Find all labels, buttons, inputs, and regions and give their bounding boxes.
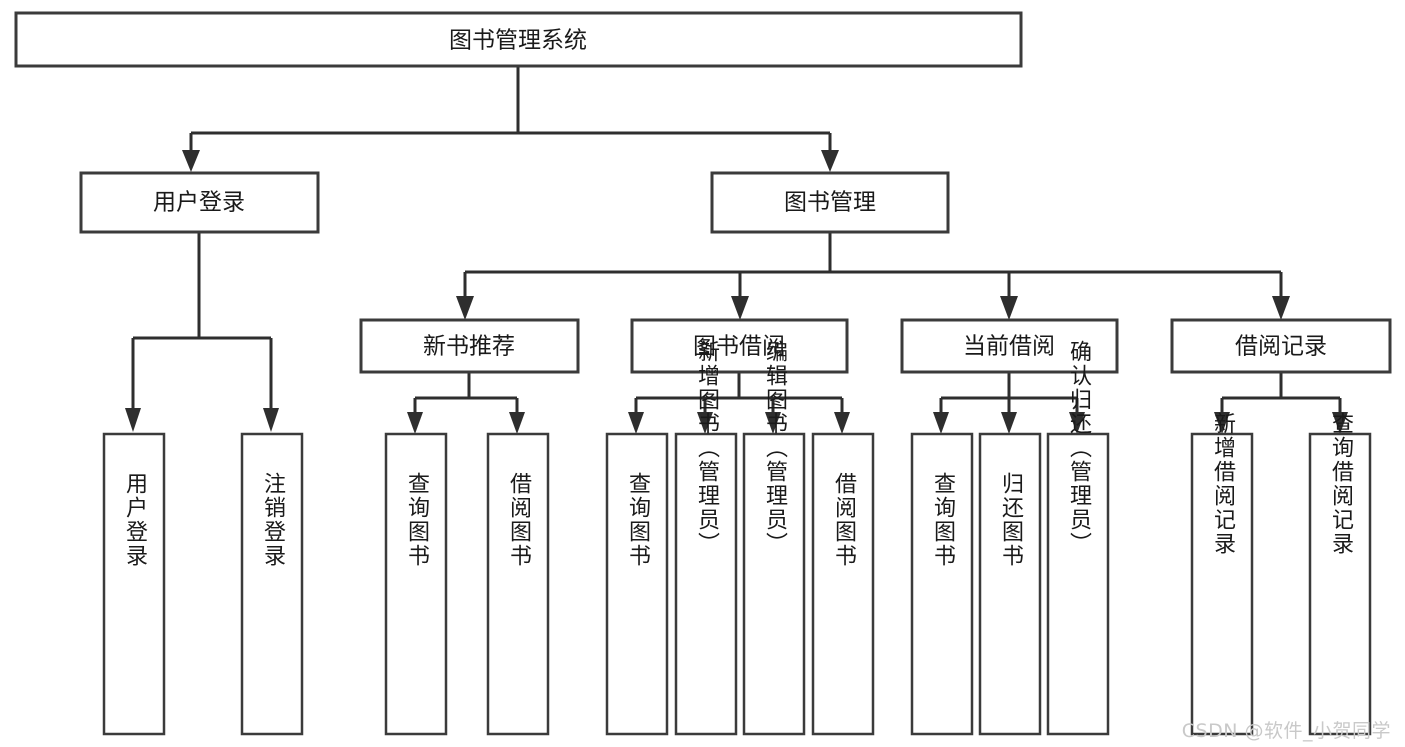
arrowhead-borrow-record xyxy=(1272,296,1290,320)
node-current-borrow-label: 当前借阅 xyxy=(963,334,1055,360)
node-root[interactable]: 图书管理系统 xyxy=(14,11,1023,68)
node-leaf-add-record[interactable]: 新增借阅记录 xyxy=(1190,412,1254,736)
node-leaf-add-book-box[interactable] xyxy=(674,432,738,736)
node-user-login-box[interactable] xyxy=(79,171,320,234)
arrowhead-leaf-confirm-return xyxy=(1069,412,1085,434)
arrowhead-leaf-query-book-2 xyxy=(628,412,644,434)
node-leaf-query-book-2-label: 查询图书 xyxy=(625,472,651,568)
node-book-borrow[interactable]: 图书借阅 xyxy=(630,318,849,374)
node-leaf-query-book-3-label: 查询图书 xyxy=(930,472,956,568)
node-leaf-borrow-book-1[interactable]: 借阅图书 xyxy=(486,432,550,736)
node-leaf-query-book-2[interactable]: 查询图书 xyxy=(605,432,669,736)
arrowhead-leaf-edit-book xyxy=(765,412,781,434)
arrowhead-leaf-query-book-1 xyxy=(407,412,423,434)
node-book-borrow-box[interactable] xyxy=(630,318,849,374)
arrowhead-leaf-user-login xyxy=(125,408,141,432)
node-user-login[interactable]: 用户登录 xyxy=(79,171,320,234)
node-leaf-return-book[interactable]: 归还图书 xyxy=(978,432,1042,736)
node-leaf-confirm-return-label: 确认归还（管理员） xyxy=(1066,340,1092,556)
node-leaf-query-book-3[interactable]: 查询图书 xyxy=(910,432,974,736)
node-current-borrow-box[interactable] xyxy=(900,318,1119,374)
node-leaf-edit-book-box[interactable] xyxy=(742,432,806,736)
node-leaf-query-book-1[interactable]: 查询图书 xyxy=(384,432,448,736)
node-leaf-query-record-box[interactable] xyxy=(1308,432,1372,736)
node-leaf-logout[interactable]: 注销登录 xyxy=(240,432,304,736)
arrowhead-user-login xyxy=(182,150,200,172)
node-leaf-return-book-box[interactable] xyxy=(978,432,1042,736)
node-leaf-add-record-label: 新增借阅记录 xyxy=(1210,412,1236,556)
arrowhead-current-borrow xyxy=(1000,296,1018,320)
node-leaf-borrow-book-2-box[interactable] xyxy=(811,432,875,736)
node-leaf-query-book-3-box[interactable] xyxy=(910,432,974,736)
arrowhead-leaf-borrow-book-2 xyxy=(834,412,850,434)
arrowhead-leaf-add-record xyxy=(1214,412,1230,434)
node-current-borrow[interactable]: 当前借阅 xyxy=(900,318,1119,374)
node-leaf-query-record-label: 查询借阅记录 xyxy=(1328,412,1354,556)
node-user-login-label: 用户登录 xyxy=(153,190,245,216)
node-leaf-logout-box[interactable] xyxy=(240,432,304,736)
node-new-book-rec-label: 新书推荐 xyxy=(423,334,515,360)
node-leaf-query-record[interactable]: 查询借阅记录 xyxy=(1308,412,1372,736)
node-leaf-borrow-book-1-label: 借阅图书 xyxy=(506,472,532,568)
arrowhead-leaf-add-book xyxy=(697,412,713,434)
node-leaf-borrow-book-1-box[interactable] xyxy=(486,432,550,736)
node-leaf-query-book-2-box[interactable] xyxy=(605,432,669,736)
arrowhead-leaf-return-book xyxy=(1001,412,1017,434)
node-leaf-user-login-box[interactable] xyxy=(102,432,166,736)
node-layer: 图书管理系统 用户登录 图书管理 新书推荐 图书借阅 当前 xyxy=(14,11,1392,736)
arrowhead-book-borrow xyxy=(731,296,749,320)
node-book-manage-box[interactable] xyxy=(710,171,950,234)
arrowhead-leaf-query-record xyxy=(1332,412,1348,434)
node-borrow-record[interactable]: 借阅记录 xyxy=(1170,318,1392,374)
node-leaf-borrow-book-2-label: 借阅图书 xyxy=(831,472,857,568)
node-leaf-add-book-label: 新增图书（管理员） xyxy=(694,340,720,556)
node-leaf-query-book-1-box[interactable] xyxy=(384,432,448,736)
arrowhead-leaf-logout xyxy=(263,408,279,432)
node-root-box[interactable] xyxy=(14,11,1023,68)
node-leaf-confirm-return[interactable]: 确认归还（管理员） xyxy=(1046,340,1110,736)
node-leaf-edit-book[interactable]: 编辑图书（管理员） xyxy=(742,340,806,736)
node-leaf-user-login-label: 用户登录 xyxy=(122,472,148,568)
node-book-manage[interactable]: 图书管理 xyxy=(710,171,950,234)
node-leaf-confirm-return-box[interactable] xyxy=(1046,432,1110,736)
node-leaf-edit-book-label: 编辑图书（管理员） xyxy=(762,340,788,556)
node-leaf-query-book-1-label: 查询图书 xyxy=(404,472,430,568)
arrowhead-book-manage xyxy=(821,150,839,172)
node-new-book-rec[interactable]: 新书推荐 xyxy=(359,318,580,374)
node-new-book-rec-box[interactable] xyxy=(359,318,580,374)
node-leaf-return-book-label: 归还图书 xyxy=(998,472,1024,568)
node-borrow-record-box[interactable] xyxy=(1170,318,1392,374)
arrowhead-new-book-rec xyxy=(456,296,474,320)
arrowhead-leaf-borrow-book-1 xyxy=(509,412,525,434)
node-leaf-logout-label: 注销登录 xyxy=(260,472,286,568)
node-book-manage-label: 图书管理 xyxy=(784,190,876,216)
node-root-label: 图书管理系统 xyxy=(449,28,587,54)
node-leaf-add-record-box[interactable] xyxy=(1190,432,1254,736)
node-borrow-record-label: 借阅记录 xyxy=(1235,334,1327,360)
node-book-borrow-label: 图书借阅 xyxy=(693,334,785,360)
node-leaf-add-book[interactable]: 新增图书（管理员） xyxy=(674,340,738,736)
edge-layer xyxy=(125,67,1348,434)
arrowhead-leaf-query-book-3 xyxy=(933,412,949,434)
node-leaf-user-login[interactable]: 用户登录 xyxy=(102,432,166,736)
node-leaf-borrow-book-2[interactable]: 借阅图书 xyxy=(811,432,875,736)
